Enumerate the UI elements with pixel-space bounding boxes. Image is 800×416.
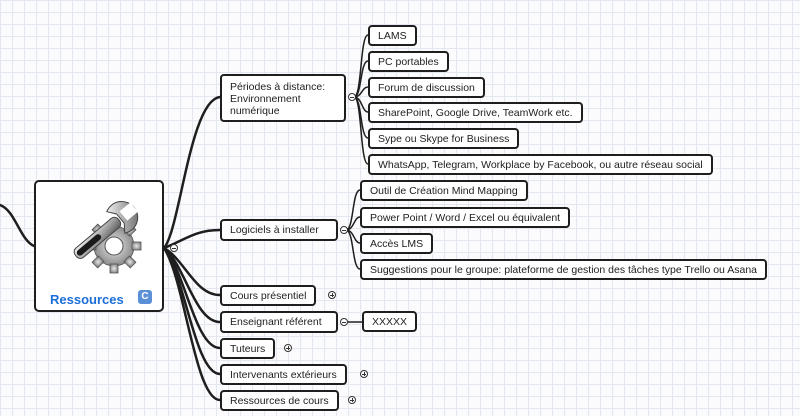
leaf-office[interactable]: Power Point / Word / Excel ou équivalent bbox=[360, 207, 571, 228]
leaf-label: LAMS bbox=[378, 29, 407, 42]
leaf-sharepoint[interactable]: SharePoint, Google Drive, TeamWork etc. bbox=[368, 102, 583, 123]
branch-label: Périodes à distance: Environnement numér… bbox=[230, 81, 326, 117]
leaf-label: Sype ou Skype for Business bbox=[378, 132, 510, 145]
branch-intervenants[interactable]: Intervenants extérieurs bbox=[220, 364, 347, 385]
leaf-label: WhatsApp, Telegram, Workplace by Faceboo… bbox=[378, 158, 703, 171]
leaf-skype[interactable]: Sype ou Skype for Business bbox=[368, 128, 520, 149]
collapse-logiciels-icon[interactable] bbox=[340, 226, 348, 234]
branch-label: Tuteurs bbox=[230, 342, 266, 355]
branch-label: Logiciels à installer bbox=[230, 224, 319, 236]
collapse-root-icon[interactable] bbox=[170, 244, 178, 252]
branch-label: Intervenants extérieurs bbox=[230, 368, 337, 381]
leaf-label: Accès LMS bbox=[370, 237, 424, 250]
expand-cours-presentiel-icon[interactable] bbox=[328, 291, 336, 299]
branch-label: Cours présentiel bbox=[230, 289, 307, 302]
leaf-mind-mapping[interactable]: Outil de Création Mind Mapping bbox=[360, 180, 528, 201]
leaf-label: Forum de discussion bbox=[378, 81, 475, 94]
branch-cours-presentiel[interactable]: Cours présentiel bbox=[220, 285, 317, 306]
leaf-label: XXXXX bbox=[372, 315, 408, 328]
branch-tuteurs[interactable]: Tuteurs bbox=[220, 338, 276, 359]
branch-ressources-de-cours[interactable]: Ressources de cours bbox=[220, 390, 339, 411]
leaf-label: PC portables bbox=[378, 55, 439, 68]
root-node-ressources[interactable]: Ressources C bbox=[34, 180, 164, 312]
wrench-gear-icon bbox=[73, 200, 142, 274]
branch-label: Enseignant référent bbox=[230, 316, 322, 328]
leaf-label: Outil de Création Mind Mapping bbox=[370, 184, 518, 197]
leaf-lms[interactable]: Accès LMS bbox=[360, 233, 434, 254]
leaf-suggestions[interactable]: Suggestions pour le groupe: plateforme d… bbox=[360, 259, 768, 280]
branch-label: Ressources de cours bbox=[230, 394, 329, 407]
branch-logiciels[interactable]: Logiciels à installer bbox=[220, 219, 338, 241]
collapse-periodes-icon[interactable] bbox=[348, 93, 356, 101]
leaf-whatsapp[interactable]: WhatsApp, Telegram, Workplace by Faceboo… bbox=[368, 154, 713, 175]
expand-ressources-cours-icon[interactable] bbox=[348, 396, 356, 404]
leaf-forum[interactable]: Forum de discussion bbox=[368, 77, 485, 98]
expand-intervenants-icon[interactable] bbox=[360, 370, 368, 378]
c-badge-icon[interactable]: C bbox=[138, 290, 152, 304]
leaf-lams[interactable]: LAMS bbox=[368, 25, 417, 46]
branch-enseignant-referent[interactable]: Enseignant référent bbox=[220, 311, 338, 333]
leaf-label: Power Point / Word / Excel ou équivalent bbox=[370, 211, 561, 224]
branch-periodes-a-distance[interactable]: Périodes à distance: Environnement numér… bbox=[220, 74, 346, 122]
leaf-xxxxx[interactable]: XXXXX bbox=[362, 311, 418, 332]
collapse-enseignant-icon[interactable] bbox=[340, 318, 348, 326]
root-label: Ressources bbox=[50, 292, 124, 307]
leaf-label: SharePoint, Google Drive, TeamWork etc. bbox=[378, 106, 573, 119]
leaf-label: Suggestions pour le groupe: plateforme d… bbox=[370, 263, 758, 276]
leaf-pc-portables[interactable]: PC portables bbox=[368, 51, 449, 72]
expand-tuteurs-icon[interactable] bbox=[284, 344, 292, 352]
